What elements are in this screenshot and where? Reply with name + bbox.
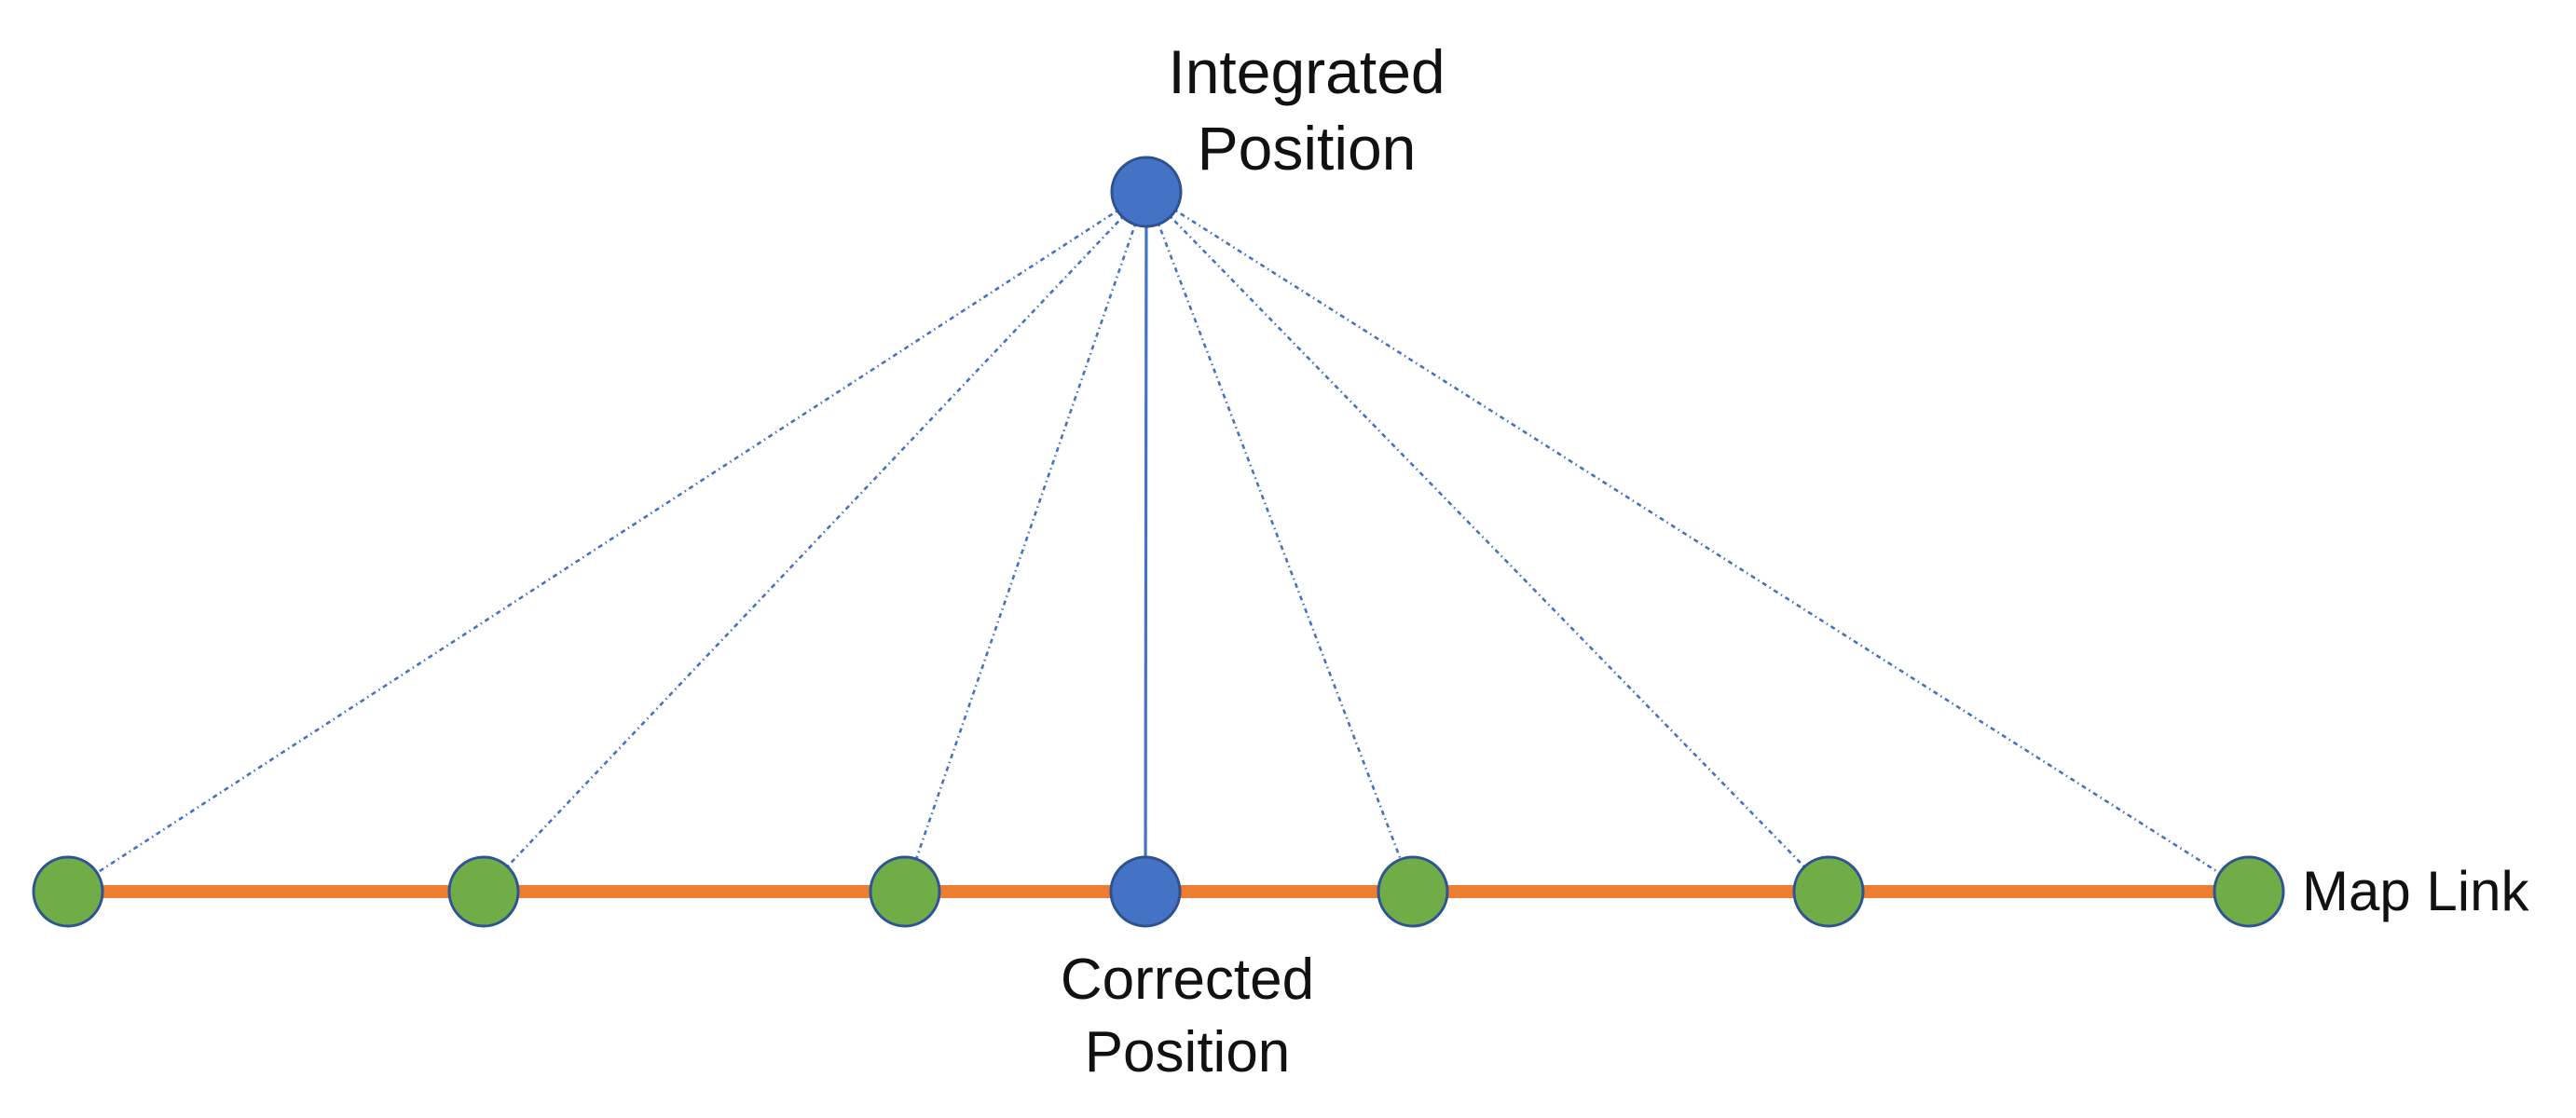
map-node xyxy=(447,855,520,928)
corrected-position-node xyxy=(1109,855,1182,928)
map-node xyxy=(32,855,104,928)
map-node xyxy=(1792,855,1865,928)
map-node xyxy=(869,855,941,928)
map-link-label: Map Link xyxy=(2302,860,2529,922)
integrated-to-map-dashed-edge xyxy=(903,191,1148,893)
integrated-position-node xyxy=(1110,156,1183,228)
integrated-to-map-dashed-edge xyxy=(1144,191,1415,893)
integrated-to-map-dashed-edge xyxy=(1145,190,2250,893)
corrected-position-label: Corrected Position xyxy=(1060,948,1315,1084)
integrated-to-map-dashed-edge xyxy=(483,191,1147,893)
integrated-to-map-dashed-edge xyxy=(67,190,1147,893)
integrated-to-map-dashed-edge xyxy=(1145,191,1829,893)
integrated-position-label: Integrated Position xyxy=(1168,37,1446,183)
integrated-to-corrected-edge xyxy=(1144,191,1148,893)
map-node xyxy=(2213,855,2285,928)
map-node xyxy=(1377,855,1449,928)
